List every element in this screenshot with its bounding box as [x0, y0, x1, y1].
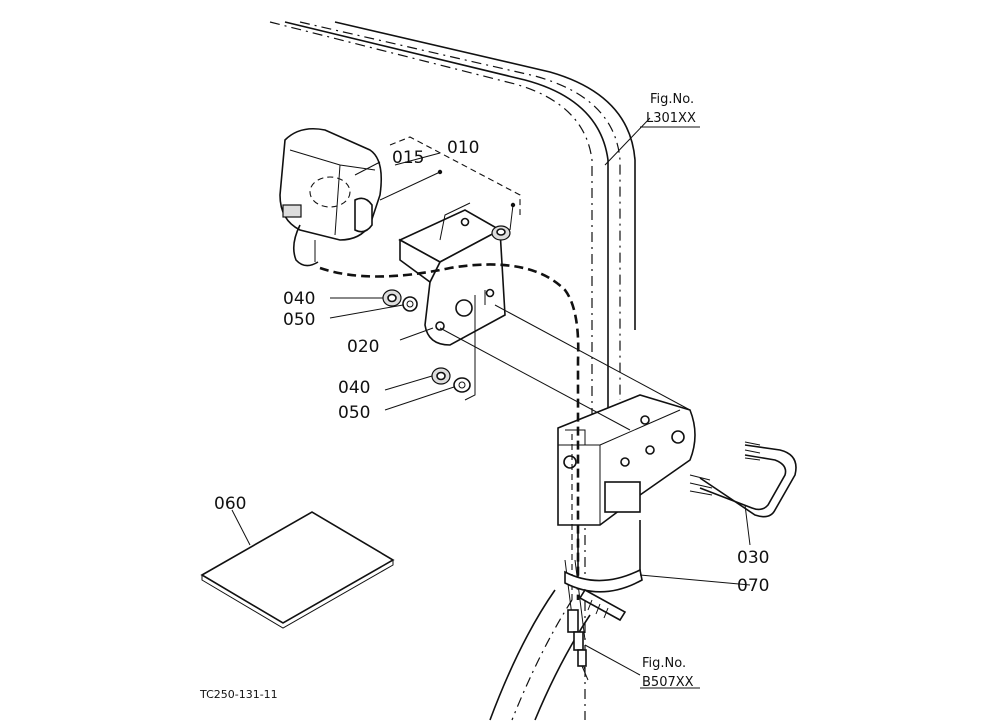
- label-040-upper: 040: [283, 289, 315, 309]
- label-020: 020: [347, 337, 379, 357]
- leader-lines: [231, 117, 751, 689]
- label-040-lower: 040: [338, 378, 370, 398]
- bolt-axis-line-2: [494, 304, 691, 411]
- fig-ref-top-line1: Fig.No.: [650, 92, 694, 107]
- label-050-upper: 050: [283, 310, 315, 330]
- manual-060: [200, 511, 395, 629]
- u-bolt-030: [689, 441, 797, 518]
- fig-ref-top-line2: L301XX: [646, 111, 696, 126]
- label-070: 070: [737, 576, 769, 596]
- drawing-code: TC250-131-11: [199, 688, 278, 701]
- frame-clamp: [557, 394, 696, 526]
- label-010: 010: [447, 138, 479, 158]
- fig-ref-bottom-line1: Fig.No.: [642, 656, 686, 671]
- label-030: 030: [737, 548, 769, 568]
- work-lamp: [279, 127, 383, 267]
- bolt-axis-line: [439, 327, 631, 431]
- cable-tie-070: [564, 568, 643, 622]
- label-050-lower: 050: [338, 403, 370, 423]
- assembly-bracket-010: [379, 136, 521, 231]
- wire-connector: [567, 609, 589, 681]
- fig-ref-bottom-line2: B507XX: [642, 675, 694, 690]
- label-060: 060: [214, 494, 246, 514]
- nut-040-lower: [431, 367, 451, 385]
- rops-frame: [269, 21, 641, 721]
- washer-050-upper: [402, 296, 418, 312]
- label-015: 015: [392, 148, 424, 168]
- nut-040-upper: [382, 289, 402, 307]
- bracket-plate-020: [398, 202, 511, 401]
- washer-050-lower: [453, 377, 471, 393]
